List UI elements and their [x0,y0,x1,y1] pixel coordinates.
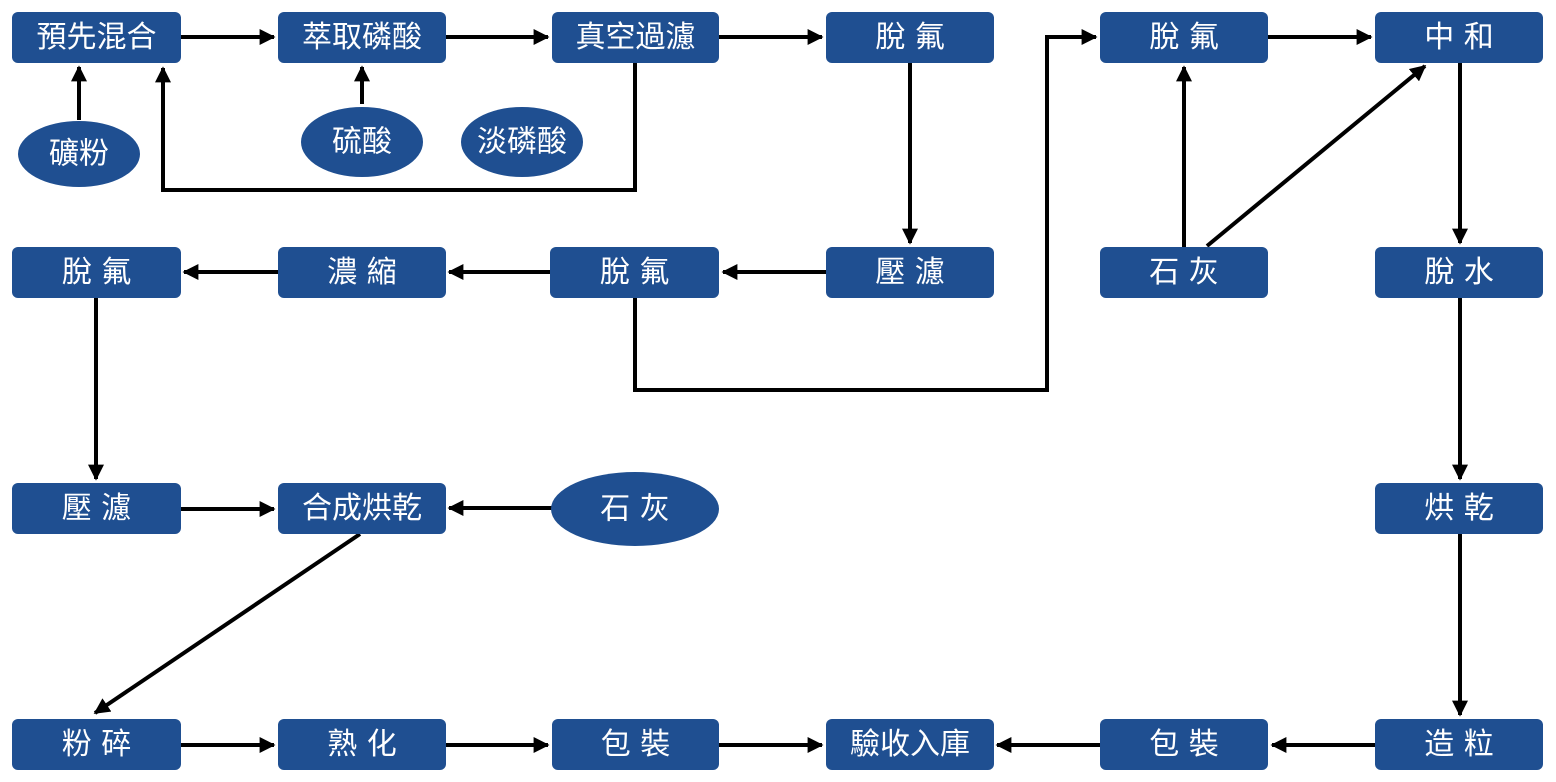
node-ore-powder: 礦粉 [18,121,140,187]
node-extract-label: 萃取磷酸 [302,20,422,55]
node-lime-2: 石 灰 [551,472,719,546]
node-lime-1: 石 灰 [1100,247,1268,298]
node-crush-label: 粉 碎 [62,727,132,762]
node-defluor-4: 脫 氟 [12,247,181,298]
node-dewater: 脫 水 [1375,247,1543,298]
node-defluor-4-label: 脫 氟 [62,255,132,290]
node-vacuum-filter: 真空過濾 [552,12,719,63]
node-synth-dry-label: 合成烘乾 [302,491,422,526]
node-inspect-store-label: 驗收入庫 [850,727,970,762]
node-press-filter-1: 壓 濾 [826,247,994,298]
node-sulfuric-acid-label: 硫酸 [332,125,392,160]
edge-lime1-neutralize [1205,64,1427,248]
node-sulfuric-acid: 硫酸 [301,107,423,177]
node-press-filter-2: 壓 濾 [12,483,181,534]
node-dilute-phosphoric: 淡磷酸 [461,107,583,177]
node-pack-1: 包 裝 [552,719,719,770]
node-defluor-1: 脫 氟 [826,12,994,63]
node-press-filter-1-label: 壓 濾 [875,255,945,290]
node-neutralize-label: 中 和 [1424,20,1494,55]
node-cure: 熟 化 [278,719,446,770]
edge-defluor3-defluor2 [633,29,1098,392]
node-defluor-1-label: 脫 氟 [875,20,945,55]
node-concentrate: 濃 縮 [278,247,446,298]
node-premix: 預先混合 [12,12,181,63]
node-premix-label: 預先混合 [37,20,157,55]
node-defluor-3: 脫 氟 [550,247,719,298]
node-dry-label: 烘 乾 [1424,491,1494,526]
node-synth-dry: 合成烘乾 [278,483,446,534]
node-lime-1-label: 石 灰 [1149,255,1219,290]
node-press-filter-2-label: 壓 濾 [62,491,132,526]
node-pack-2-label: 包 裝 [1149,727,1219,762]
node-defluor-2: 脫 氟 [1100,12,1268,63]
node-ore-powder-label: 礦粉 [49,137,109,172]
node-granulate-label: 造 粒 [1424,727,1494,762]
node-crush: 粉 碎 [12,719,181,770]
node-defluor-2-label: 脫 氟 [1149,20,1219,55]
node-dry: 烘 乾 [1375,483,1543,534]
node-neutralize: 中 和 [1375,12,1543,63]
edge-synthdry-crush [93,532,362,715]
node-lime-2-label: 石 灰 [600,492,670,527]
node-vacuum-filter-label: 真空過濾 [576,20,696,55]
node-dilute-phosphoric-label: 淡磷酸 [477,125,567,160]
edges [71,29,1468,753]
node-granulate: 造 粒 [1375,719,1543,770]
node-pack-2: 包 裝 [1100,719,1268,770]
node-concentrate-label: 濃 縮 [327,255,397,290]
node-cure-label: 熟 化 [327,727,397,762]
edge-vacuum-recycle [155,63,637,192]
node-dewater-label: 脫 水 [1424,255,1494,290]
node-extract-phosphoric: 萃取磷酸 [278,12,446,63]
node-defluor-3-label: 脫 氟 [600,255,670,290]
node-inspect-store: 驗收入庫 [826,719,994,770]
node-pack-1-label: 包 裝 [601,727,671,762]
